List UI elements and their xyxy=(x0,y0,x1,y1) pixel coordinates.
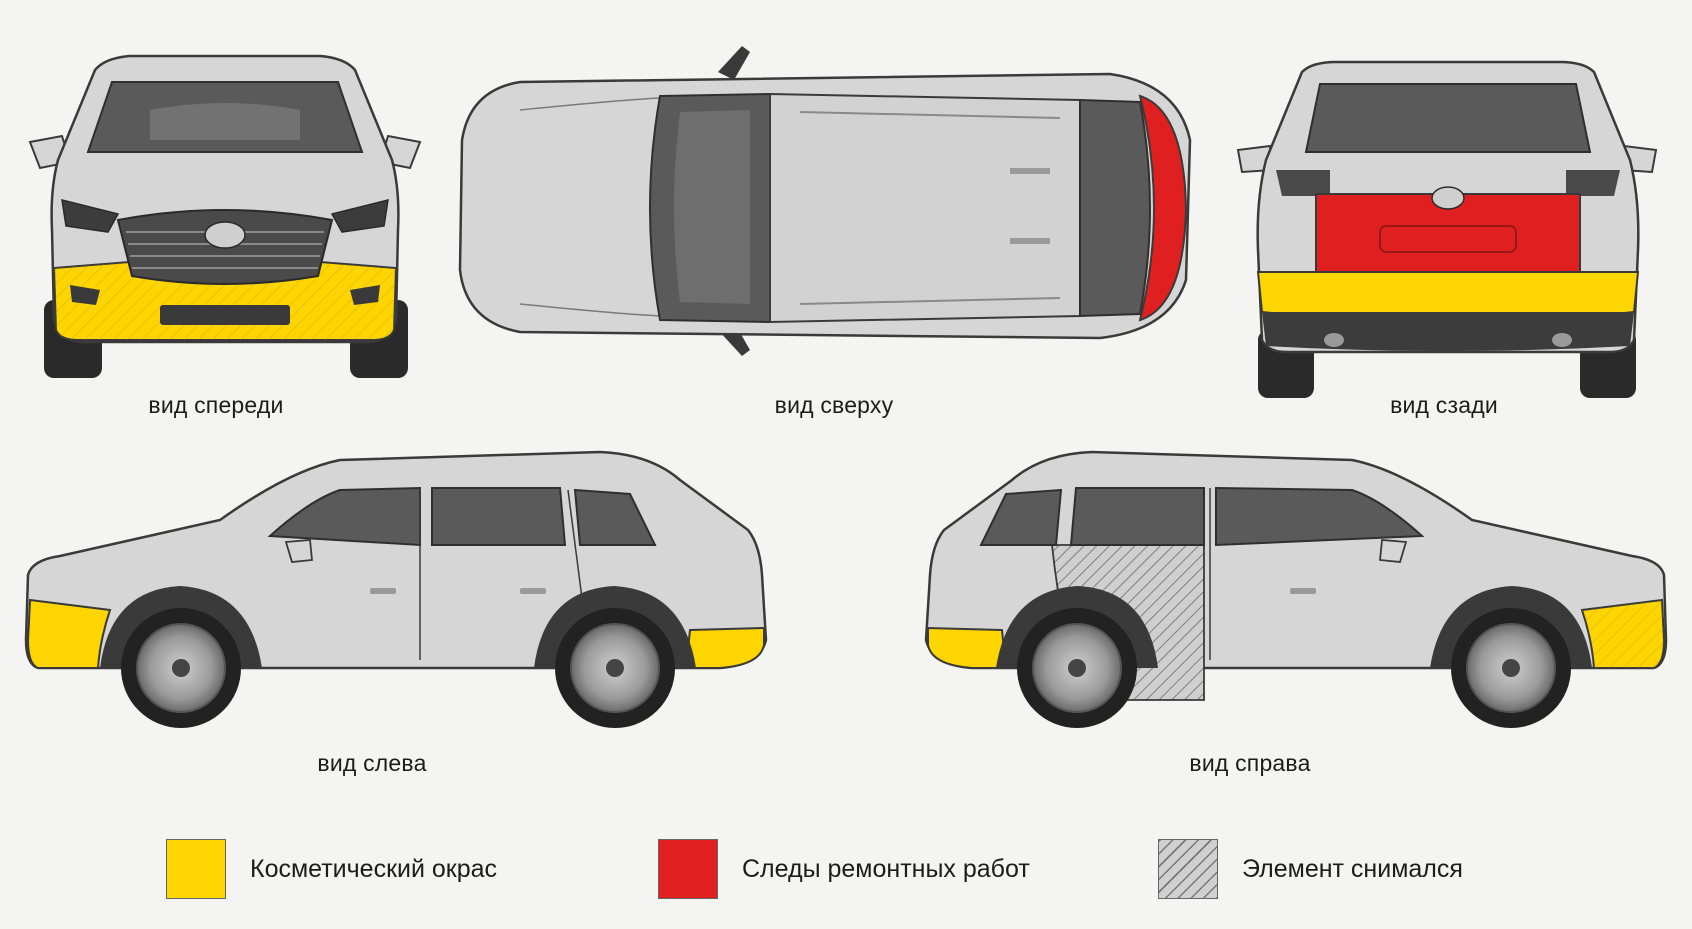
car-right-view xyxy=(924,450,1668,728)
car-rear-view xyxy=(1236,60,1658,398)
legend-swatch-removed xyxy=(1158,839,1218,899)
legend-label-removed: Элемент снимался xyxy=(1242,854,1463,883)
car-top-view xyxy=(458,46,1192,356)
legend-swatch-cosmetic xyxy=(166,839,226,899)
left-rear-bumper-cosmetic xyxy=(684,626,765,669)
legend-label-repair: Следы ремонтных работ xyxy=(742,854,1030,883)
legend-item-cosmetic: Косметический окрас xyxy=(166,838,497,900)
top-tailgate-repair xyxy=(1138,94,1188,322)
car-left-view xyxy=(24,450,768,728)
left-front-bumper-cosmetic xyxy=(26,598,112,669)
caption-left-view: вид слева xyxy=(317,750,427,776)
legend-swatch-repair xyxy=(658,839,718,899)
caption-front-view: вид спереди xyxy=(148,392,284,418)
caption-right-view: вид справа xyxy=(1189,750,1311,776)
legend-label-cosmetic: Косметический окрас xyxy=(250,854,498,883)
legend-item-repair: Следы ремонтных работ xyxy=(658,838,1030,900)
car-front-view xyxy=(28,54,422,378)
caption-rear-view: вид сзади xyxy=(1390,392,1498,418)
right-rear-bumper-cosmetic xyxy=(927,626,1008,669)
caption-top-view: вид сверху xyxy=(774,392,894,418)
legend-item-removed: Элемент снимался xyxy=(1158,838,1463,900)
